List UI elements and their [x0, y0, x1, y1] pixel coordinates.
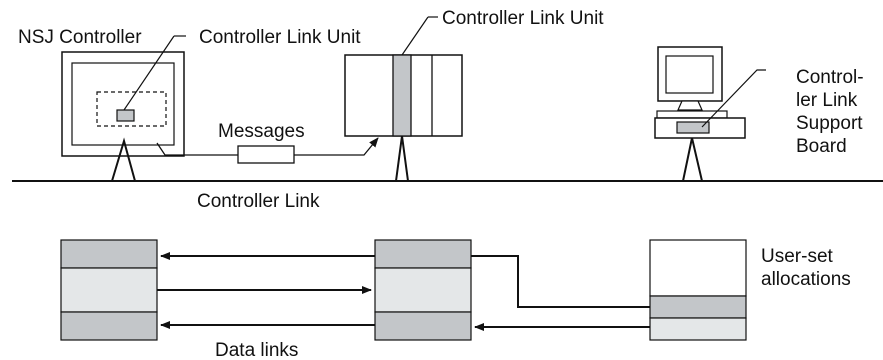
label-support-board-1: Control- — [796, 67, 864, 88]
nsj-drop-line — [111, 137, 136, 182]
plc-drop-line — [395, 135, 409, 182]
nsj-link-unit — [116, 109, 135, 122]
pc-drop-line — [682, 137, 703, 182]
plc-rack — [344, 54, 463, 182]
leader-support-board — [701, 69, 766, 128]
memory-block-right — [649, 239, 747, 341]
nsj-controller — [61, 51, 185, 182]
label-controller-link: Controller Link — [197, 191, 320, 212]
plc-link-unit — [392, 54, 412, 137]
label-controller-link-unit-left: Controller Link Unit — [199, 27, 361, 48]
dashed-board-area — [96, 91, 167, 127]
label-support-board-4: Board — [796, 136, 847, 157]
message-box — [237, 145, 295, 164]
leader-plc-unit — [401, 16, 429, 56]
label-user-set-2: allocations — [761, 269, 851, 290]
support-board-card — [676, 121, 710, 134]
label-data-links: Data links — [215, 340, 298, 360]
memory-block-left — [60, 239, 158, 341]
label-support-board-2: ler Link — [796, 90, 858, 111]
leader-nsj-unit — [123, 35, 175, 111]
label-user-set-1: User-set — [761, 246, 834, 267]
data-link-middle-to-right — [471, 255, 650, 308]
label-messages: Messages — [218, 121, 305, 142]
memory-block-middle — [374, 239, 472, 341]
label-controller-link-unit-top: Controller Link Unit — [442, 8, 604, 29]
computer — [654, 46, 746, 182]
label-support-board-3: Support — [796, 113, 863, 134]
messages-path — [156, 137, 379, 164]
label-nsj-controller: NSJ Controller — [18, 27, 142, 48]
